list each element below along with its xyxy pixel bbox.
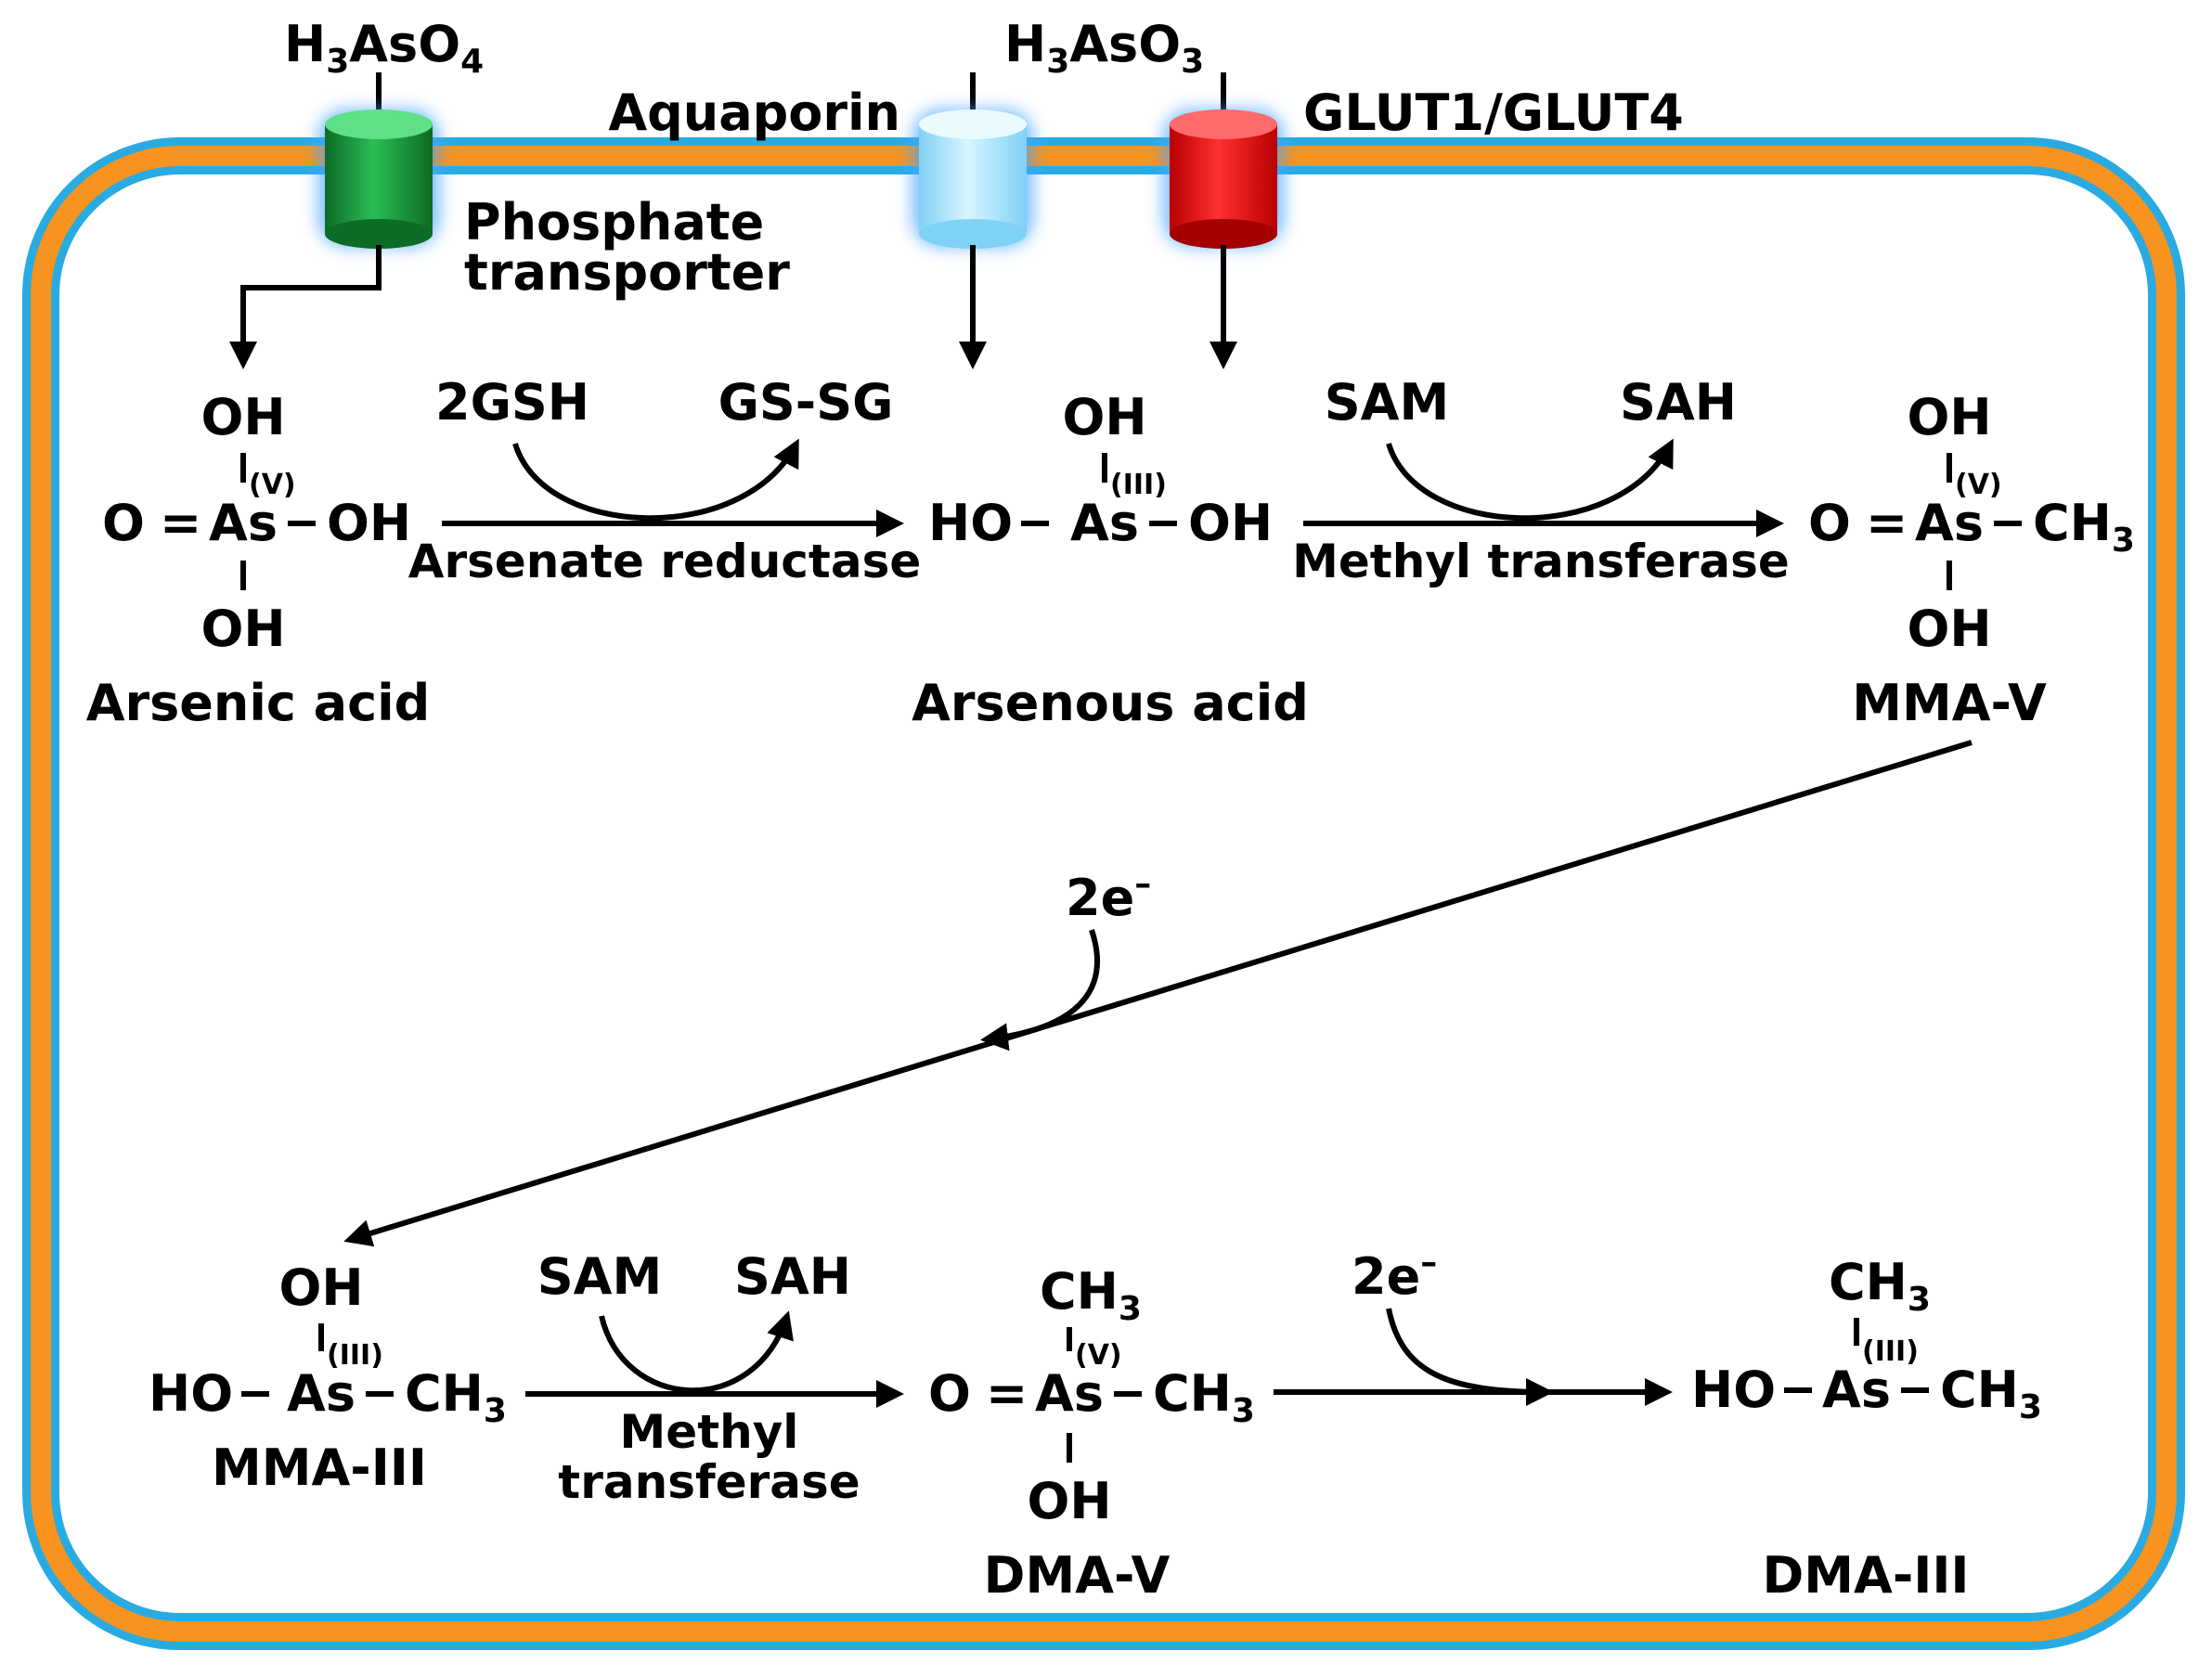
mma-v-structure: OH (V) O = As CH3 OH: [1808, 388, 2135, 658]
svg-text:As: As: [209, 494, 278, 552]
electrons-label-1: 2e–: [1066, 865, 1151, 927]
svg-text:OH: OH: [327, 494, 411, 552]
sam-label-2: SAM: [537, 1247, 662, 1306]
svg-text:As: As: [1035, 1364, 1104, 1423]
svg-text:HO: HO: [928, 494, 1013, 552]
sam-label-1: SAM: [1325, 373, 1449, 432]
sah-label-1: SAH: [1620, 373, 1737, 432]
phosphate-transporter-label-1: Phosphate: [464, 193, 764, 252]
arsenic-acid-label: Arsenic acid: [86, 674, 431, 732]
svg-text:HO: HO: [1691, 1361, 1776, 1419]
svg-text:CH3: CH3: [405, 1364, 507, 1430]
gssg-label: GS-SG: [718, 373, 894, 432]
svg-text:O: O: [928, 1364, 971, 1423]
arsenate-reductase-label: Arsenate reductase: [408, 535, 922, 588]
transferase-label: transferase: [558, 1455, 860, 1509]
svg-text:=: =: [1866, 494, 1908, 552]
svg-text:CH3: CH3: [1040, 1262, 1142, 1328]
mma-iii-structure: OH (III) HO As CH3: [149, 1258, 507, 1430]
svg-text:As: As: [1070, 494, 1139, 552]
svg-text:OH: OH: [1062, 388, 1146, 446]
electrons-label-2: 2e–: [1352, 1244, 1437, 1306]
svg-text:HO: HO: [149, 1364, 233, 1423]
svg-text:CH3: CH3: [2033, 494, 2135, 560]
svg-text:CH3: CH3: [1829, 1253, 1931, 1319]
svg-text:(V): (V): [249, 469, 296, 501]
svg-text:CH3: CH3: [1940, 1361, 2042, 1426]
gsh-label: 2GSH: [435, 373, 589, 432]
svg-text:(III): (III): [1862, 1335, 1919, 1368]
dma-v-structure: CH3 (V) O = As CH3 OH: [928, 1262, 1255, 1530]
cell-membrane: [22, 137, 2185, 1650]
glut-label: GLUT1/GLUT4: [1303, 84, 1684, 142]
sah-label-2: SAH: [734, 1247, 851, 1306]
arsenite-formula: H3AsO3: [1004, 15, 1204, 81]
svg-text:(III): (III): [327, 1339, 383, 1372]
svg-text:OH: OH: [1027, 1472, 1111, 1530]
svg-text:(V): (V): [1955, 469, 2002, 501]
arsenous-acid-structure: OH (III) HO As OH: [928, 388, 1273, 552]
svg-text:=: =: [160, 494, 201, 552]
methyl-transferase-label-1: Methyl transferase: [1292, 535, 1790, 588]
arsenate-formula: H3AsO4: [284, 15, 484, 81]
dma-v-label: DMA-V: [984, 1546, 1171, 1605]
svg-text:(V): (V): [1075, 1339, 1122, 1372]
methyl-label: Methyl: [620, 1405, 799, 1459]
svg-text:O: O: [102, 494, 145, 552]
dma-iii-structure: CH3 (III) HO As CH3: [1691, 1253, 2042, 1426]
arsenic-acid-structure: OH (V) O = As OH OH: [102, 388, 411, 658]
arsenous-acid-label: Arsenous acid: [912, 674, 1309, 732]
svg-text:(III): (III): [1110, 469, 1167, 501]
phosphate-transporter-label-2: transporter: [464, 243, 790, 302]
svg-text:OH: OH: [1188, 494, 1273, 552]
glut-transporter-icon: [1163, 110, 1284, 249]
svg-text:OH: OH: [201, 388, 285, 446]
mma-iii-label: MMA-III: [212, 1438, 427, 1497]
svg-text:OH: OH: [1907, 600, 1991, 658]
aquaporin-icon: [912, 110, 1033, 249]
svg-text:As: As: [1915, 494, 1984, 552]
svg-text:OH: OH: [1907, 388, 1991, 446]
phosphate-transporter-icon: [318, 110, 439, 249]
svg-text:As: As: [1822, 1361, 1891, 1419]
mma-v-label: MMA-V: [1852, 674, 2047, 732]
svg-text:OH: OH: [278, 1258, 363, 1317]
svg-text:O: O: [1808, 494, 1851, 552]
svg-text:As: As: [287, 1364, 356, 1423]
dma-iii-label: DMA-III: [1762, 1546, 1969, 1605]
svg-text:=: =: [986, 1364, 1028, 1423]
svg-text:OH: OH: [201, 600, 285, 658]
svg-text:CH3: CH3: [1153, 1364, 1255, 1430]
aquaporin-label: Aquaporin: [608, 84, 900, 142]
